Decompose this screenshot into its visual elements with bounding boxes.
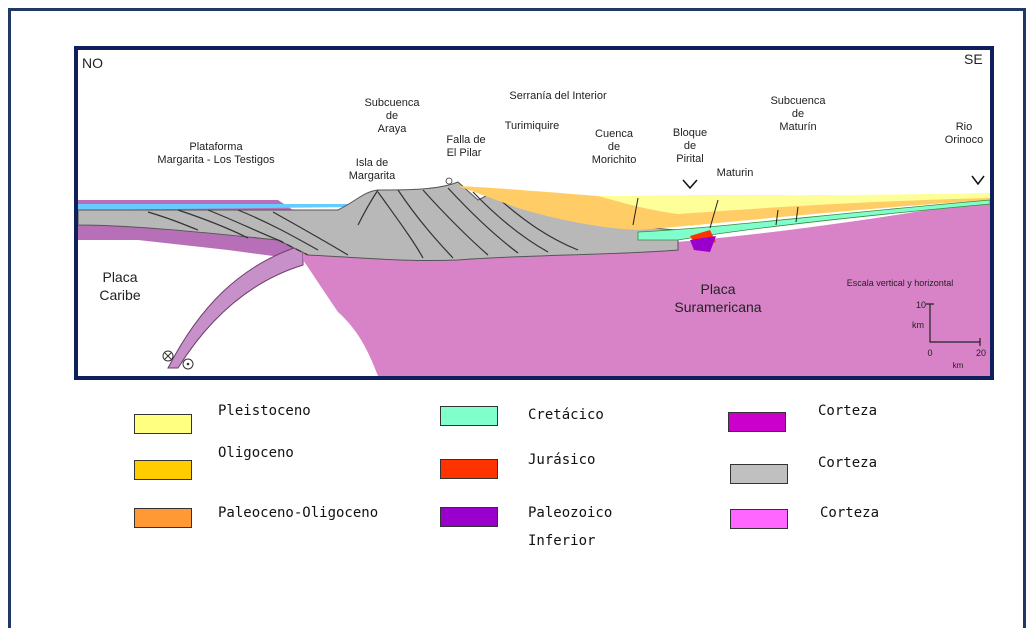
legend-swatch-oligoceno [134,460,192,480]
legend-label-paleozoico-line2: Inferior [528,532,595,550]
label-bloque: Bloque [673,127,707,139]
label-subcuenca-maturin: Subcuenca [770,95,826,107]
label-isla: Isla de [356,157,388,169]
orinoco-marker [972,176,984,184]
label-maturin-town: Maturin [717,167,754,179]
legend-swatch-paleoceno-oligoceno [134,508,192,528]
label-bloque-line2: de [684,140,696,152]
label-subcuenca-araya-line3: Araya [378,123,408,135]
legend-label-corteza-1: Corteza [818,402,877,420]
maturin-marker [683,180,697,188]
label-rio-line2: Orinoco [945,134,984,146]
label-turimiquire: Turimiquire [505,120,560,132]
subducting-slab [168,245,303,368]
label-isla-line2: Margarita [349,170,396,182]
legend-swatch-paleozoico [440,507,498,527]
legend-label-jurasico: Jurásico [528,451,595,469]
label-falla-line2: El Pilar [447,147,482,159]
label-plataforma-line2: Margarita - Los Testigos [157,154,275,166]
legend-label-cretacico: Cretácico [528,406,604,424]
label-bloque-line3: Pirital [676,153,704,165]
label-plataforma: Plataforma [189,141,243,153]
scale-10: 10 [916,300,926,310]
legend-swatch-pleistoceno [134,414,192,434]
label-subcuenca-maturin-line3: Maturín [779,121,816,133]
corner-label-se: SE [964,51,983,67]
legend-label-corteza-2: Corteza [818,454,877,472]
legend-swatch-cretacico [440,406,498,426]
legend-swatch-corteza-magenta [728,412,786,432]
fault-motion-symbol [446,178,452,184]
legend-swatch-jurasico [440,459,498,479]
corner-label-no: NO [82,55,103,71]
legend-swatch-corteza-gray [730,464,788,484]
label-placa-suramericana-line2: Suramericana [674,299,761,315]
scale-km-vertical: km [912,320,924,330]
label-subcuenca-araya: Subcuenca [364,97,420,109]
scale-km-horizontal: km [953,361,964,370]
label-serrania: Serranía del Interior [509,90,607,102]
label-placa-caribe: Placa [102,269,137,285]
label-subcuenca-maturin-line2: de [792,108,804,120]
label-falla: Falla de [446,134,485,146]
geologic-cross-section: NO SE Plataforma Margarita - Los Testigo… [74,46,994,380]
legend-label-oligoceno: Oligoceno [218,444,294,462]
label-rio: Rio [956,121,973,133]
label-placa-caribe-line2: Caribe [99,287,140,303]
label-cuenca: Cuenca [595,128,634,140]
label-placa-suramericana: Placa [700,281,735,297]
label-cuenca-line3: Morichito [592,154,637,166]
scale-20: 20 [976,348,986,358]
scale-caption: Escala vertical y horizontal [847,278,954,288]
label-cuenca-line2: de [608,141,620,153]
scale-0: 0 [927,348,932,358]
legend-swatch-corteza-pink [730,509,788,529]
legend-label-pleistoceno: Pleistoceno [218,402,311,420]
label-subcuenca-araya-line2: de [386,110,398,122]
cross-section-drawing: NO SE Plataforma Margarita - Los Testigo… [78,50,990,376]
legend-label-corteza-3: Corteza [820,504,879,522]
legend-label-paleoceno-oligoceno: Paleoceno-Oligoceno [218,504,378,522]
legend-label-paleozoico: Paleozoico [528,504,612,522]
